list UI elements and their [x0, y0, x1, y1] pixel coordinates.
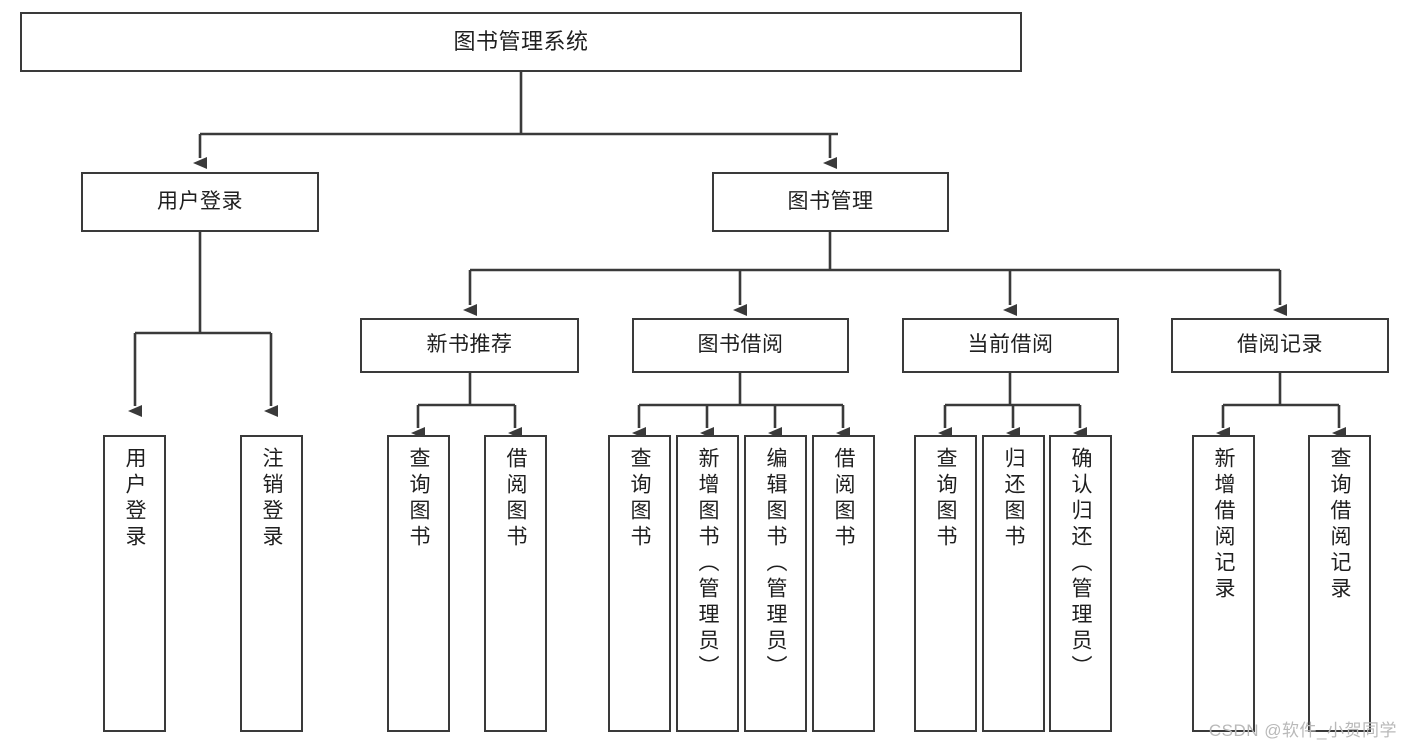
- csdn-watermark: CSDN @软件_小贺同学: [1208, 721, 1397, 740]
- node-current-borrow[interactable]: 当前借阅: [902, 318, 1119, 373]
- node-new-book-recommend-label: 新书推荐: [426, 333, 513, 357]
- leaf-label: 确认归还（管理员）: [1069, 447, 1092, 681]
- leaf-label: 借阅图书: [832, 447, 855, 551]
- leaf-current-borrow-query[interactable]: 查询图书: [914, 435, 977, 732]
- leaf-borrow-record-add[interactable]: 新增借阅记录: [1192, 435, 1255, 732]
- leaf-new-book-borrow[interactable]: 借阅图书: [484, 435, 547, 732]
- leaf-book-borrow-query[interactable]: 查询图书: [608, 435, 671, 732]
- leaf-new-book-query[interactable]: 查询图书: [387, 435, 450, 732]
- leaf-book-borrow-edit[interactable]: 编辑图书（管理员）: [744, 435, 807, 732]
- leaf-label: 查询图书: [628, 447, 651, 551]
- node-user-login[interactable]: 用户登录: [81, 172, 319, 232]
- leaf-label: 用户登录: [123, 447, 146, 551]
- leaf-label: 查询图书: [934, 447, 957, 551]
- node-current-borrow-label: 当前借阅: [967, 333, 1054, 357]
- leaf-book-borrow-borrow[interactable]: 借阅图书: [812, 435, 875, 732]
- node-book-management[interactable]: 图书管理: [712, 172, 949, 232]
- leaf-label: 归还图书: [1002, 447, 1025, 551]
- leaf-label: 查询借阅记录: [1328, 447, 1351, 603]
- leaf-label: 新增借阅记录: [1212, 447, 1235, 603]
- leaf-book-borrow-add[interactable]: 新增图书（管理员）: [676, 435, 739, 732]
- node-new-book-recommend[interactable]: 新书推荐: [360, 318, 579, 373]
- node-borrow-record-label: 借阅记录: [1237, 333, 1323, 357]
- node-root-label: 图书管理系统: [453, 29, 589, 55]
- node-book-management-label: 图书管理: [787, 189, 874, 213]
- leaf-current-borrow-confirm-return[interactable]: 确认归还（管理员）: [1049, 435, 1112, 732]
- node-root[interactable]: 图书管理系统: [20, 12, 1022, 72]
- node-borrow-record[interactable]: 借阅记录: [1171, 318, 1389, 373]
- leaf-label: 查询图书: [407, 447, 430, 551]
- leaf-current-borrow-return[interactable]: 归还图书: [982, 435, 1045, 732]
- leaf-label: 新增图书（管理员）: [696, 447, 719, 681]
- leaf-label: 编辑图书（管理员）: [764, 447, 787, 681]
- leaf-user-login-logout[interactable]: 注销登录: [240, 435, 303, 732]
- node-user-login-label: 用户登录: [157, 189, 243, 213]
- leaf-user-login-login[interactable]: 用户登录: [103, 435, 166, 732]
- node-book-borrow[interactable]: 图书借阅: [632, 318, 849, 373]
- leaf-label: 借阅图书: [504, 447, 527, 551]
- leaf-borrow-record-query[interactable]: 查询借阅记录: [1308, 435, 1371, 732]
- node-book-borrow-label: 图书借阅: [697, 333, 784, 357]
- leaf-label: 注销登录: [260, 447, 283, 551]
